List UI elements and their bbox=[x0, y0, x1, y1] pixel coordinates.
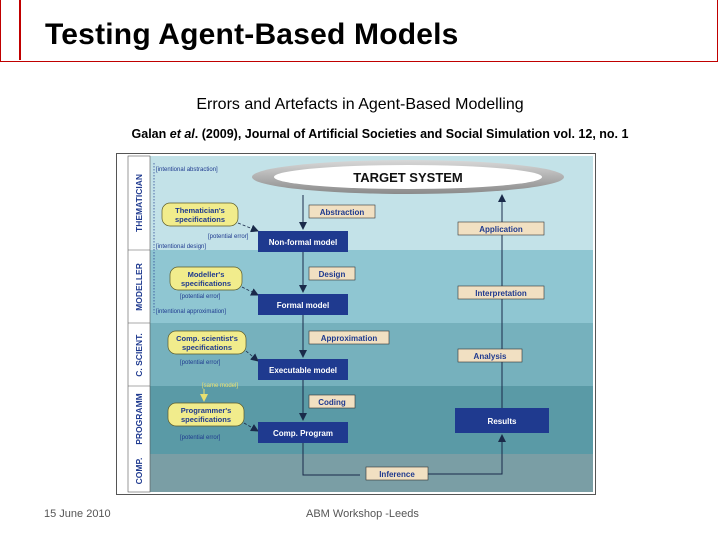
tag-potential-error-2: [potential error] bbox=[180, 294, 221, 300]
role-comp-scientist: C. SCIENT. bbox=[134, 333, 144, 376]
model-executable bbox=[258, 359, 348, 380]
model-nonformal-label: Non-formal model bbox=[269, 238, 337, 247]
spec-thematician-line2: specifications bbox=[175, 215, 225, 224]
tag-intentional-design: [intentional design] bbox=[156, 244, 206, 250]
process-coding-label: Coding bbox=[318, 398, 346, 407]
spec-comp-scientist bbox=[167, 330, 247, 355]
title-accent-line bbox=[19, 0, 21, 60]
spec-modeller bbox=[169, 266, 243, 291]
slide-subtitle: Errors and Artefacts in Agent-Based Mode… bbox=[196, 96, 524, 113]
citation-authors: Galan bbox=[131, 127, 170, 141]
process-analysis bbox=[457, 348, 523, 363]
footer-date: 15 June 2010 bbox=[44, 508, 111, 520]
role-thematician: THEMATICIAN bbox=[134, 174, 144, 232]
errors-artefacts-diagram: THEMATICIAN MODELLER C. SCIENT. PROGRAMM… bbox=[116, 153, 596, 495]
tag-intentional-approximation: [intentional approximation] bbox=[156, 309, 226, 315]
process-inference-label: Inference bbox=[379, 470, 415, 479]
tag-potential-error-4: [potential error] bbox=[180, 435, 221, 441]
process-coding bbox=[308, 394, 356, 409]
footer-event: ABM Workshop -Leeds bbox=[306, 508, 419, 520]
spec-comp-scientist-line1: Comp. scientist's bbox=[176, 334, 238, 343]
spec-modeller-line2: specifications bbox=[181, 279, 231, 288]
process-analysis-label: Analysis bbox=[474, 352, 507, 361]
tag-potential-error-3: [potential error] bbox=[180, 360, 221, 366]
role-programmer: PROGRAMM bbox=[134, 393, 144, 444]
target-system-label: TARGET SYSTEM bbox=[353, 170, 463, 185]
process-design bbox=[308, 266, 356, 281]
model-nonformal bbox=[258, 231, 348, 252]
citation-journal: . (2009), Journal of Artificial Societie… bbox=[194, 127, 629, 141]
spec-programmer bbox=[167, 402, 245, 427]
spec-programmer-line1: Programmer's bbox=[181, 406, 232, 415]
citation-et-al: et al bbox=[169, 127, 195, 141]
model-comp-program-label: Comp. Program bbox=[273, 429, 333, 438]
spec-thematician bbox=[161, 202, 239, 227]
spec-comp-scientist-line2: specifications bbox=[182, 343, 232, 352]
role-comp: COMP. bbox=[134, 458, 144, 485]
model-results-label: Results bbox=[488, 417, 517, 426]
spec-thematician-line1: Thematician's bbox=[175, 206, 225, 215]
tag-intentional-abstraction: [intentional abstraction] bbox=[156, 167, 218, 173]
tag-potential-error-1: [potential error] bbox=[208, 234, 249, 240]
model-results bbox=[455, 408, 549, 433]
spec-modeller-line1: Modeller's bbox=[188, 270, 225, 279]
spec-programmer-line2: specifications bbox=[181, 415, 231, 424]
model-comp-program bbox=[258, 422, 348, 443]
slide-title: Testing Agent-Based Models bbox=[45, 18, 459, 51]
role-column bbox=[127, 155, 151, 493]
process-design-label: Design bbox=[319, 270, 346, 279]
process-application bbox=[457, 221, 545, 236]
model-executable-label: Executable model bbox=[269, 366, 337, 375]
process-application-label: Application bbox=[479, 225, 523, 234]
process-interpretation-label: Interpretation bbox=[475, 289, 527, 298]
model-formal bbox=[258, 294, 348, 315]
process-interpretation bbox=[457, 285, 545, 300]
diagram-frame bbox=[116, 153, 596, 495]
title-bar: Testing Agent-Based Models bbox=[0, 0, 718, 62]
process-approximation bbox=[308, 330, 390, 345]
role-modeller: MODELLER bbox=[134, 263, 144, 311]
process-abstraction bbox=[308, 204, 376, 219]
process-approximation-label: Approximation bbox=[321, 334, 378, 343]
model-formal-label: Formal model bbox=[277, 301, 329, 310]
process-abstraction-label: Abstraction bbox=[320, 208, 365, 217]
target-system-inner bbox=[274, 165, 542, 189]
tag-same-model: [same model] bbox=[202, 383, 238, 389]
citation: Galan et al. (2009), Journal of Artifici… bbox=[0, 127, 720, 141]
